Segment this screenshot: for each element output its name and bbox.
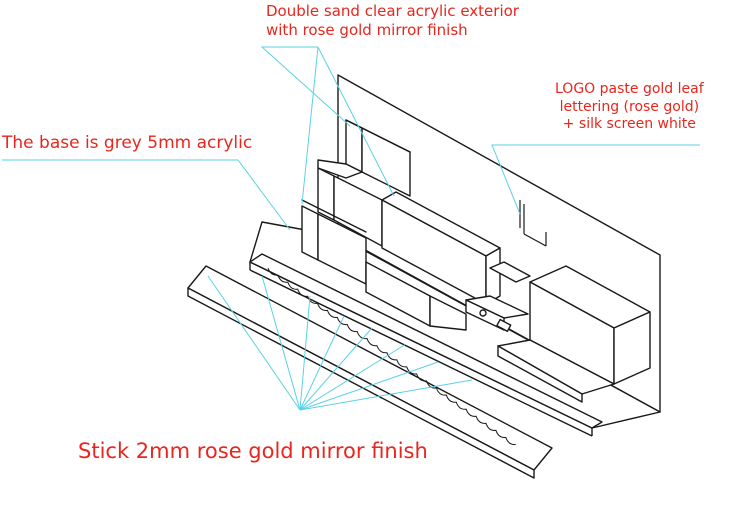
leader-lines (2, 46, 700, 411)
middle-block (365, 191, 501, 331)
led-row (267, 267, 516, 446)
right-block (497, 265, 651, 403)
stick-finish-label: Stick 2mm rose gold mirror finish (78, 439, 428, 463)
base-material-label: The base is grey 5mm acrylic (2, 133, 253, 153)
left-step-riser (301, 119, 411, 285)
front-trim (187, 253, 603, 479)
